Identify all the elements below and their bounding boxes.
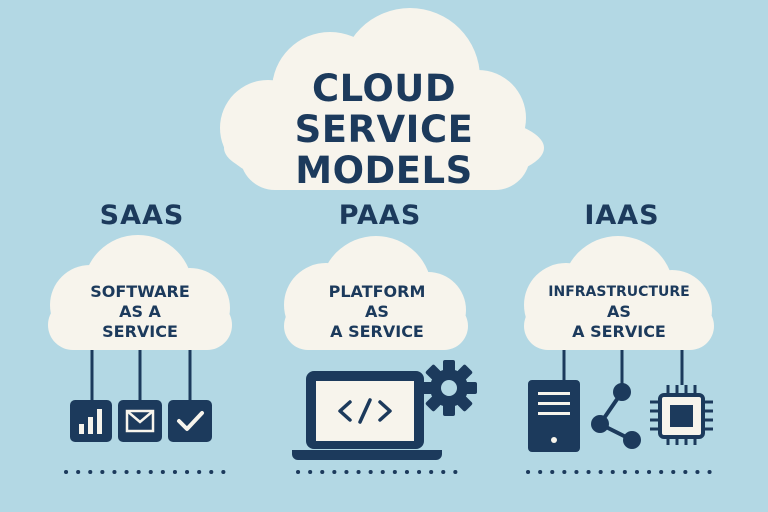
title-line: SERVICE bbox=[294, 108, 474, 151]
desc-line: AS A bbox=[119, 302, 161, 321]
saas-description: SOFTWARE AS A SERVICE bbox=[55, 282, 225, 342]
desc-line: SERVICE bbox=[102, 322, 178, 341]
mail-icon bbox=[118, 400, 162, 442]
desc-line: AS bbox=[607, 302, 631, 321]
desc-line: A SERVICE bbox=[330, 322, 424, 341]
network-share-icon bbox=[591, 383, 641, 449]
main-cloud bbox=[220, 8, 544, 190]
desc-line: SOFTWARE bbox=[90, 282, 190, 301]
iaas-cloud bbox=[524, 236, 714, 350]
iaas-connectors bbox=[562, 350, 684, 386]
saas-heading: SAAS bbox=[99, 200, 185, 231]
server-icon bbox=[528, 380, 580, 452]
desc-line: INFRASTRUCTURE bbox=[548, 284, 690, 300]
saas-connectors bbox=[90, 350, 192, 400]
laptop-code-icon bbox=[292, 371, 442, 460]
title-line: CLOUD bbox=[311, 67, 457, 110]
desc-line: A SERVICE bbox=[572, 322, 666, 341]
paas-cloud bbox=[284, 236, 468, 350]
title-line: MODELS bbox=[295, 149, 473, 192]
desc-line: PLATFORM bbox=[328, 282, 426, 301]
checkmark-icon bbox=[168, 400, 212, 442]
iaas-description: INFRASTRUCTURE AS A SERVICE bbox=[534, 282, 704, 342]
page-title: CLOUD SERVICE MODELS bbox=[254, 68, 514, 191]
bar-chart-icon bbox=[70, 400, 112, 442]
paas-heading: PAAS bbox=[338, 200, 422, 231]
gear-icon bbox=[421, 360, 477, 416]
saas-cloud bbox=[48, 235, 232, 350]
paas-description: PLATFORM AS A SERVICE bbox=[292, 282, 462, 342]
desc-line: AS bbox=[365, 302, 389, 321]
iaas-heading: IAAS bbox=[584, 200, 660, 231]
cpu-chip-icon bbox=[650, 385, 713, 445]
